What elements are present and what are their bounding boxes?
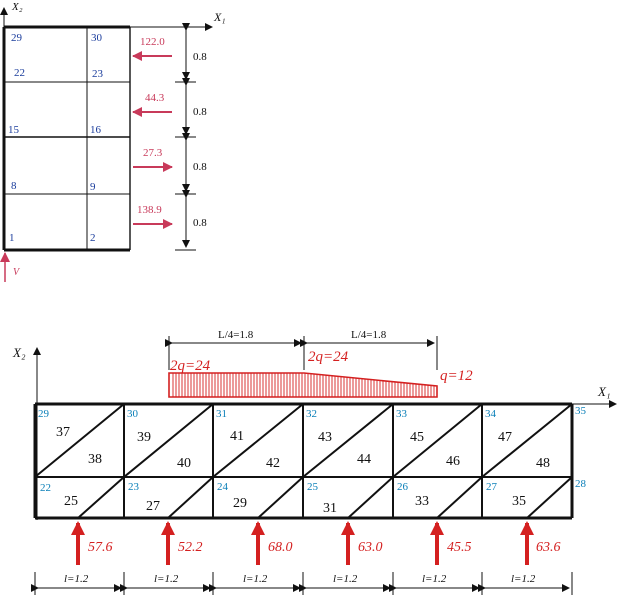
dimension-label: 0.8 <box>193 51 207 63</box>
element-label: 33 <box>415 494 429 509</box>
span-label: l=1.2 <box>422 573 447 585</box>
element-label: 41 <box>230 429 244 444</box>
node-label: 8 <box>11 180 17 192</box>
support-label: V <box>13 267 21 278</box>
top-dimension-label: L/4=1.8 <box>351 329 387 341</box>
element-label: 25 <box>64 494 78 509</box>
node-label: 22 <box>40 482 51 494</box>
reaction-label: 63.6 <box>536 540 561 555</box>
force-label: 122.0 <box>140 36 165 48</box>
node-label: 26 <box>397 481 409 493</box>
node-label: 22 <box>14 67 25 79</box>
node-label: 27 <box>486 481 498 493</box>
node-label: 1 <box>9 232 15 244</box>
node-label: 16 <box>90 124 102 136</box>
top-diagram: X₁ X₂ 29 30 22 23 15 16 8 9 1 2 122.0 44… <box>0 1 226 282</box>
height-dimension-chain <box>175 23 196 251</box>
node-label: 29 <box>38 408 50 420</box>
dimension-label: 0.8 <box>193 106 207 118</box>
element-label: 37 <box>56 425 70 440</box>
span-label: l=1.2 <box>511 573 536 585</box>
top-x-axis-label: X₁ <box>213 10 226 24</box>
node-label: 15 <box>8 124 20 136</box>
reaction-label: 52.2 <box>178 540 203 555</box>
element-label: 39 <box>137 430 151 445</box>
top-dimension-label: L/4=1.8 <box>218 329 254 341</box>
node-label: 30 <box>91 32 103 44</box>
element-label: 40 <box>177 456 191 471</box>
node-label: 30 <box>127 408 139 420</box>
element-label: 43 <box>318 430 332 445</box>
bottom-x-axis-label: X₁ <box>597 384 610 399</box>
node-label: 24 <box>217 481 229 493</box>
dimension-label: 0.8 <box>193 161 207 173</box>
load-label-left: 2q=24 <box>170 358 211 374</box>
node-label: 28 <box>575 478 587 490</box>
element-label: 45 <box>410 430 424 445</box>
dimension-label: 0.8 <box>193 217 207 229</box>
load-label-mid: 2q=24 <box>308 349 349 365</box>
load-label-right: q=12 <box>440 368 473 384</box>
node-label: 31 <box>216 408 227 420</box>
bottom-diagram: X₂ X₁ L/4=1.8 L/4=1.8 2q=24 2q=24 q=12 <box>12 329 617 595</box>
element-label: 38 <box>88 452 102 467</box>
node-label: 2 <box>90 232 96 244</box>
reaction-label: 45.5 <box>447 540 472 555</box>
element-label: 27 <box>146 499 160 514</box>
span-label: l=1.2 <box>154 573 179 585</box>
node-label: 23 <box>128 481 140 493</box>
reaction-label: 63.0 <box>358 540 383 555</box>
element-label: 48 <box>536 456 550 471</box>
reaction-label: 57.6 <box>88 540 113 555</box>
reaction-arrows <box>71 521 534 565</box>
node-label: 9 <box>90 181 96 193</box>
element-label: 44 <box>357 452 371 467</box>
force-label: 138.9 <box>137 204 162 216</box>
node-label: 32 <box>306 408 317 420</box>
force-label: 27.3 <box>143 147 163 159</box>
element-label: 31 <box>323 501 337 516</box>
span-dimensions <box>31 572 573 595</box>
distributed-load <box>168 372 438 398</box>
node-label: 34 <box>485 408 497 420</box>
node-label: 33 <box>396 408 408 420</box>
mesh <box>33 402 574 520</box>
bottom-y-axis-label: X₂ <box>12 345 26 360</box>
force-label: 44.3 <box>145 92 165 104</box>
node-label: 29 <box>11 32 23 44</box>
span-label: l=1.2 <box>64 573 89 585</box>
element-label: 46 <box>446 454 460 469</box>
element-label: 29 <box>233 496 247 511</box>
top-y-axis-label: X₂ <box>11 1 23 13</box>
element-label: 47 <box>498 430 512 445</box>
span-label: l=1.2 <box>333 573 358 585</box>
node-label: 23 <box>92 68 104 80</box>
element-label: 42 <box>266 456 280 471</box>
load-span-dimensions <box>165 336 438 370</box>
node-label: 35 <box>575 405 587 417</box>
element-label: 35 <box>512 494 526 509</box>
node-label: 25 <box>307 481 319 493</box>
span-label: l=1.2 <box>243 573 268 585</box>
reaction-label: 68.0 <box>268 540 293 555</box>
